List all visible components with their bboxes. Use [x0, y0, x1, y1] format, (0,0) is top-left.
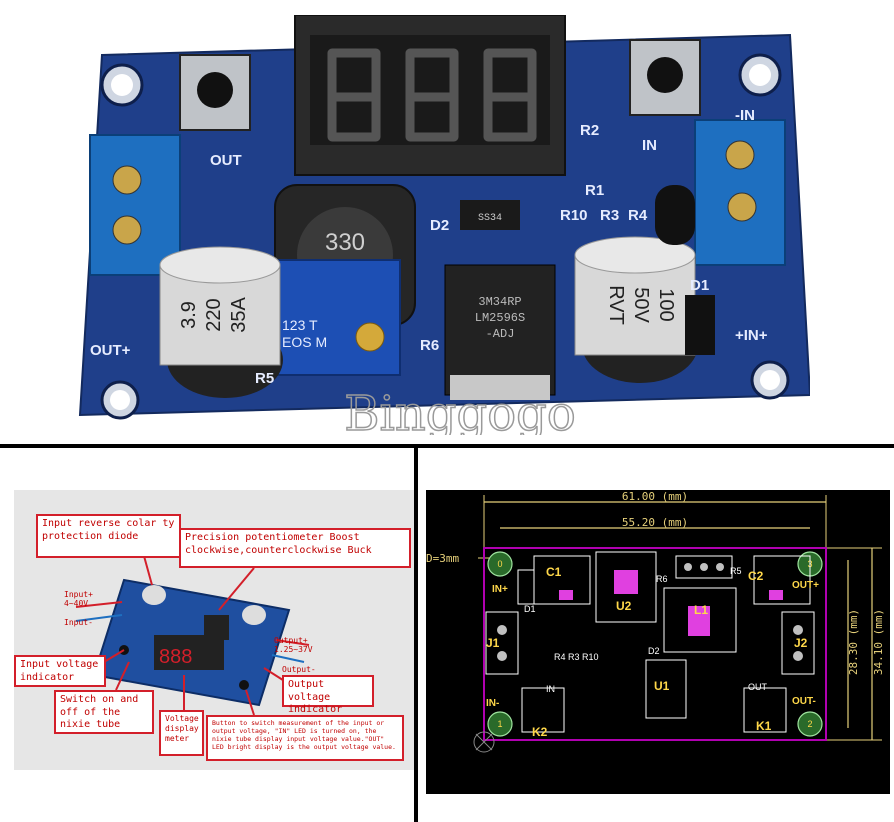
pcb-label-r5: R5 [730, 566, 742, 576]
cap-right-line2: 50V [630, 287, 652, 323]
pcb-label-in: IN [546, 684, 555, 694]
dim-hole-diameter: D=3mm [426, 552, 459, 565]
callout-input-led: Input voltage indicator [14, 655, 106, 687]
silk-r3: R3 [600, 207, 619, 224]
pcb-label-r4: R4 [554, 652, 566, 662]
hole-1: 1 [497, 719, 502, 729]
pcb-label-k2: K2 [532, 725, 548, 739]
dim-height-outer: 34.10 (mm) [872, 609, 885, 675]
pot-marking-1: 123 T [282, 317, 318, 333]
dim-height-inner: 28.30 (mm) [847, 609, 860, 675]
divider-vertical [414, 448, 418, 822]
cap-right-line1: 100 [655, 288, 677, 321]
annotated-diagram: 888 Input reverse colar ty protection di… [14, 490, 414, 770]
dim-width-outer: 61.00 (mm) [622, 490, 688, 503]
silk-in-plus: +IN+ [735, 327, 768, 344]
ic-marking-3: -ADJ [486, 327, 515, 341]
silk-in-minus: -IN [735, 107, 755, 124]
pcb-label-out-minus: OUT- [792, 696, 816, 707]
board-photo: 330 123 T EOS M 3.9 220 35A 100 50V RVT … [78, 15, 810, 435]
pcb-label-d2: D2 [648, 646, 660, 656]
pcb-label-out-plus: OUT+ [792, 580, 819, 591]
hole-0: 0 [497, 559, 502, 569]
annotated-board: 888 [75, 555, 310, 716]
pcb-label-j1: J1 [486, 636, 500, 650]
cap-left-line3: 35A [228, 297, 250, 333]
ic-marking-2: LM2596S [475, 311, 525, 325]
silk-r10: R10 [560, 207, 588, 224]
svg-text:888: 888 [159, 646, 192, 668]
pcb-label-c1: C1 [546, 565, 562, 579]
pot-marking-2: EOS M [282, 334, 327, 350]
diode-marking: SS34 [478, 213, 502, 224]
hole-2: 2 [807, 719, 812, 729]
pcb-label-c2: C2 [748, 569, 764, 583]
silk-r6: R6 [420, 337, 439, 354]
pcb-label-in-plus: IN+ [492, 584, 508, 595]
cap-right-line3: RVT [605, 285, 627, 325]
divider-horizontal [0, 444, 894, 448]
pcb-label-r3: R3 [568, 652, 580, 662]
pcb-drawing: 61.00 (mm) 55.20 (mm) 28.30 (mm) 34.10 (… [426, 490, 890, 794]
callout-reverse-diode: Input reverse colar ty protection diode [36, 514, 181, 558]
pcb-label-d1: D1 [524, 604, 536, 614]
callout-button: Button to switch measurement of the inpu… [206, 715, 404, 761]
silk-in: IN [642, 137, 657, 154]
pcb-label-u1: U1 [654, 679, 670, 693]
pcb-label-r6: R6 [656, 574, 668, 584]
ic-marking-1: 3M34RP [478, 295, 521, 309]
callout-switch: Switch on and off of the nixie tube [54, 690, 154, 734]
silk-d1: D1 [690, 277, 709, 294]
callout-potentiometer: Precision potentiometer Boost clockwise,… [179, 528, 411, 568]
watermark: Binggogo [344, 386, 576, 435]
silk-out: OUT [210, 152, 242, 169]
callout-display: Voltage display meter [159, 710, 204, 756]
dim-width-inner: 55.20 (mm) [622, 516, 688, 529]
silk-r4: R4 [628, 207, 648, 224]
silk-r2: R2 [580, 122, 599, 139]
callout-output-led: Output voltage indicator [282, 675, 374, 715]
label-output-minus: Output- [282, 665, 316, 674]
pcb-label-j2: J2 [794, 636, 808, 650]
pcb-label-in-minus: IN- [486, 698, 499, 709]
label-input-plus: Input+ 4~40V [64, 590, 93, 608]
pcb-label-r10: R10 [582, 652, 599, 662]
silk-r5: R5 [255, 370, 274, 387]
silk-d2: D2 [430, 217, 449, 234]
pcb-label-out: OUT [748, 682, 768, 692]
pcb-label-u2: U2 [616, 599, 632, 613]
cap-left-line2: 220 [203, 298, 225, 331]
inductor-marking: 330 [325, 229, 365, 256]
silk-r1: R1 [585, 182, 604, 199]
silk-out-plus: OUT+ [90, 342, 131, 359]
label-output-plus: Output+ 1.25~37V [274, 636, 313, 654]
label-input-minus: Input- [64, 618, 93, 627]
pcb-label-l1: L1 [694, 603, 708, 617]
seven-segment-digits [327, 48, 537, 142]
pcb-label-k1: K1 [756, 719, 772, 733]
cap-left-line1: 3.9 [178, 301, 200, 329]
